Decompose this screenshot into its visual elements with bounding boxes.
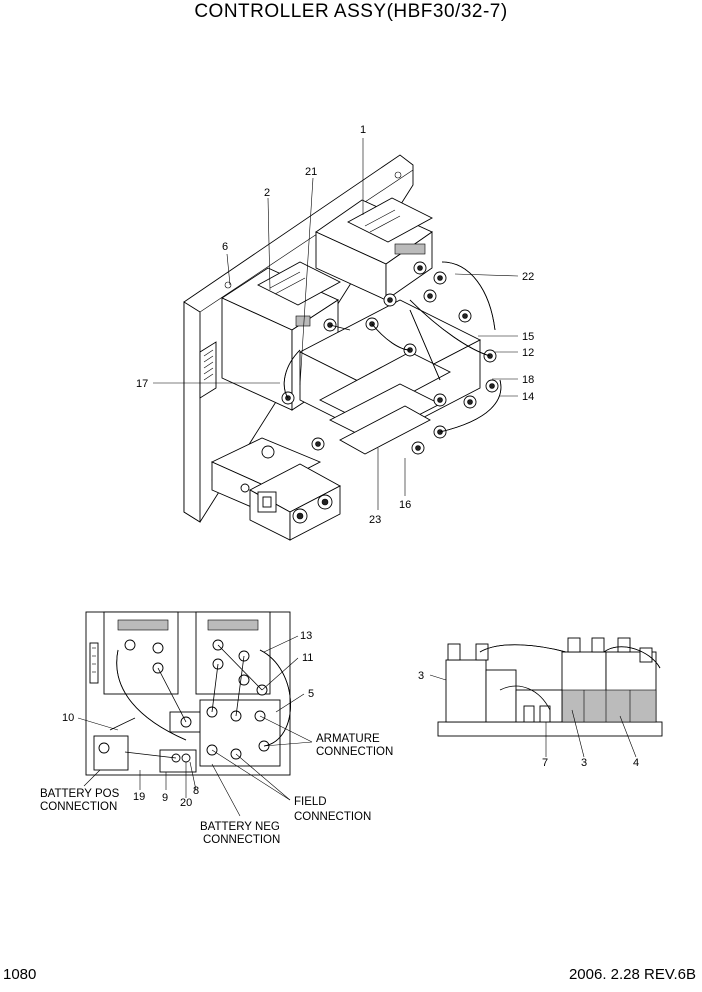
armature-connection-label-2: CONNECTION [316,746,393,758]
callout-10: 10 [62,712,74,724]
callout-17: 17 [136,378,148,390]
mounting-plate-edge [183,301,201,523]
field-connection-label-2: CONNECTION [294,811,371,823]
callout-1: 1 [360,124,366,136]
callout-20: 20 [180,797,192,809]
callout-11: 11 [302,652,313,664]
page-number: 1080 [3,966,37,983]
callout-14: 14 [522,391,534,403]
callout-4: 4 [633,757,639,769]
callout-21: 21 [305,166,317,178]
callout-6: 6 [222,241,228,253]
callout-16: 16 [399,499,411,511]
callout-7: 7 [542,757,548,769]
callout-22: 22 [522,271,534,283]
battery-pos-label-2: CONNECTION [40,801,117,813]
callout-9: 9 [162,792,168,804]
iso-assembly-view: 1 21 2 6 22 15 12 17 18 14 23 16 [136,124,534,541]
callout-19: 19 [133,791,145,803]
top-view-leaders [77,635,313,817]
page-title: CONTROLLER ASSY(HBF30/32-7) [194,1,508,22]
callout-18: 18 [522,374,534,386]
battery-neg-label-1: BATTERY NEG [200,821,280,833]
callout-13: 13 [300,630,312,642]
battery-pos-label-1: BATTERY POS [40,788,120,800]
iso-leader-lines [153,138,519,510]
battery-neg-label-2: CONNECTION [203,834,280,846]
armature-connection-label-1: ARMATURE [316,733,380,745]
date-revision: 2006. 2.28 REV.6B [568,966,696,983]
field-connection-label-1: FIELD [294,796,327,808]
callout-5: 5 [308,688,314,700]
top-view-cables [109,644,291,759]
callout-15: 15 [522,331,534,343]
callout-12: 12 [522,347,534,359]
top-view: 13 11 5 10 9 20 8 19 ARMATURE CONNECTION… [40,611,393,846]
callout-2: 2 [264,187,270,199]
cables [283,261,502,433]
side-view: 3 7 3 4 [418,637,663,769]
callout-3-left: 3 [418,670,424,682]
callout-8: 8 [193,785,199,797]
side-view-plate [437,721,663,737]
callout-3-right: 3 [581,757,587,769]
callout-23: 23 [369,514,381,526]
